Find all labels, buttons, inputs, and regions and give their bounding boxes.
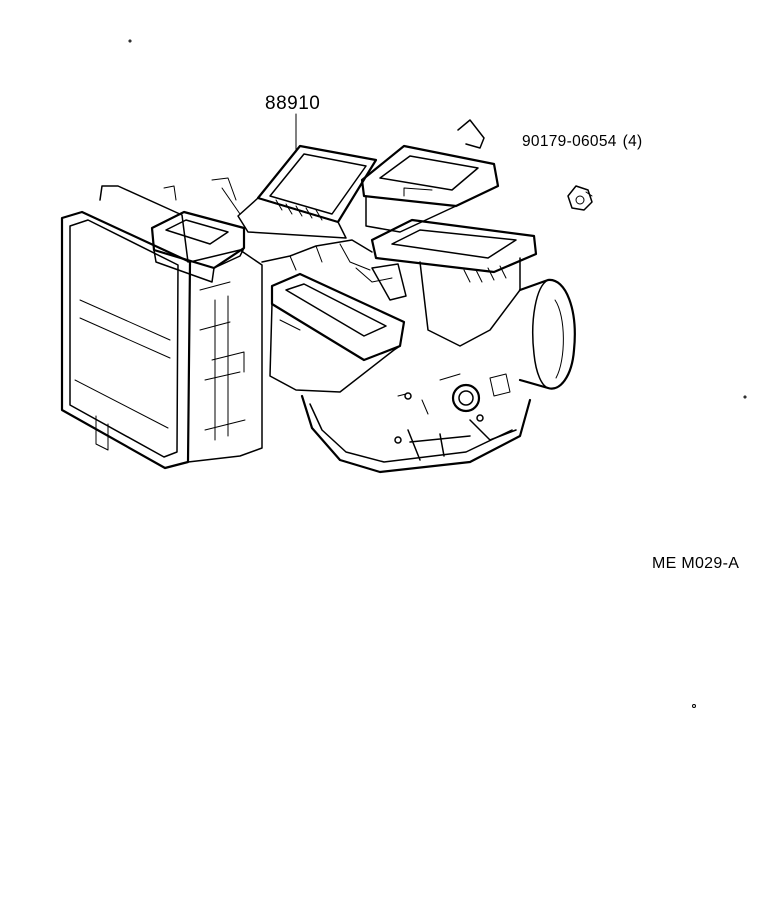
middle-linkage (163, 177, 407, 301)
lower-housing (300, 373, 532, 474)
clip-quantity: (4) (622, 133, 643, 150)
front-center-duct (261, 272, 406, 393)
left-vent-duct (150, 210, 246, 283)
clip-part-label: 90179-06054 (4) (522, 133, 643, 151)
diagram-code-label: ME M029-A (652, 555, 740, 572)
print-dot (128, 39, 132, 43)
filter-cover (237, 144, 378, 239)
evaporator-case (60, 185, 263, 470)
main-part-number-label: 88910 (265, 93, 321, 114)
clip-part-number: 90179-06054 (522, 133, 617, 150)
print-dot (692, 704, 696, 708)
print-dot (743, 395, 747, 399)
upper-right-duct (360, 119, 500, 233)
front-right-duct (370, 218, 538, 347)
blower-outlet (518, 278, 576, 390)
clip-nut (567, 185, 593, 211)
